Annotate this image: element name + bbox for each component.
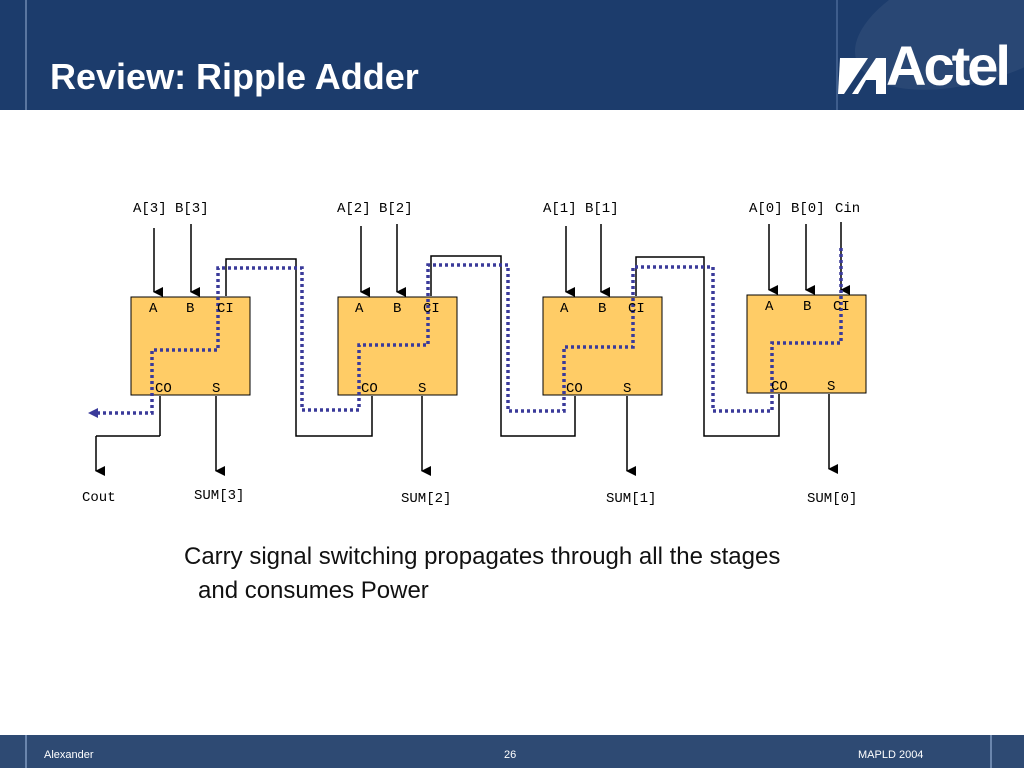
slide-title: Review: Ripple Adder: [50, 56, 419, 97]
stage-1-inputs-label: A[1] B[1]: [543, 201, 619, 217]
pin-co-1: CO: [566, 381, 583, 397]
pin-a-2: A: [355, 301, 364, 317]
pin-b-3: B: [186, 301, 194, 317]
slide-footer: Alexander 26 MAPLD 2004: [0, 735, 1024, 768]
pin-a-3: A: [149, 301, 158, 317]
full-adder-cell-3: [130, 296, 251, 396]
sum-0-label: SUM[0]: [807, 491, 857, 507]
actel-logo-text: Actel: [886, 34, 1011, 97]
ripple-adder-diagram: A[3] B[3] A[2] B[2] A[1] B[1] A[0] B[0] …: [82, 201, 867, 507]
pin-ci-2: CI: [423, 301, 440, 317]
carry-propagation-path[interactable]: [98, 248, 843, 415]
footer-author: Alexander: [44, 749, 94, 761]
pin-ci-3: CI: [217, 301, 234, 317]
pin-s-3: S: [212, 381, 220, 397]
cin-label: Cin: [835, 201, 860, 217]
pin-b-2: B: [393, 301, 401, 317]
cout-label: Cout: [82, 490, 116, 506]
sum-2-label: SUM[2]: [401, 491, 451, 507]
footer-event: MAPLD 2004: [858, 749, 924, 761]
pin-b-1: B: [598, 301, 606, 317]
pin-co-0: CO: [771, 379, 788, 395]
footer-divider-right: [990, 735, 992, 768]
slide-caption: Carry signal switching propagates throug…: [184, 540, 780, 608]
footer-page-number: 26: [504, 749, 517, 761]
header-divider-right: [836, 0, 838, 110]
sum-3-label: SUM[3]: [194, 488, 244, 504]
cout-arrow-icon: [88, 408, 98, 418]
pin-s-2: S: [418, 381, 426, 397]
pin-co-3: CO: [155, 381, 172, 397]
pin-b-0: B: [803, 299, 811, 315]
full-adder-cell-0: [746, 294, 867, 394]
actel-logo-mark: [838, 58, 886, 94]
footer-divider: [25, 735, 27, 768]
sum-1-label: SUM[1]: [606, 491, 656, 507]
slide-header: Review: Ripple Adder Actel: [0, 0, 1024, 110]
stage-3-inputs-label: A[3] B[3]: [133, 201, 209, 217]
pin-ci-0: CI: [833, 299, 850, 315]
pin-s-1: S: [623, 381, 631, 397]
header-divider: [25, 0, 27, 110]
pin-ci-1: CI: [628, 301, 645, 317]
caption-line-2: and consumes Power: [198, 577, 429, 604]
output-wires: [95, 394, 838, 476]
stage-2-inputs-label: A[2] B[2]: [337, 201, 413, 217]
pin-a-1: A: [560, 301, 569, 317]
caption-line-1: Carry signal switching propagates throug…: [184, 543, 781, 570]
pin-a-0: A: [765, 299, 774, 315]
actel-logo: Actel: [838, 38, 1011, 98]
pin-labels: A B CI CO S A B CI CO S A B CI CO S A B …: [149, 299, 850, 397]
input-wires: [153, 222, 850, 297]
carry-wires: [159, 255, 780, 437]
pin-s-0: S: [827, 379, 835, 395]
input-labels: A[3] B[3] A[2] B[2] A[1] B[1] A[0] B[0] …: [133, 201, 860, 217]
stage-0-inputs-label: A[0] B[0]: [749, 201, 825, 217]
pin-co-2: CO: [361, 381, 378, 397]
output-labels: Cout SUM[3] SUM[2] SUM[1] SUM[0]: [82, 488, 857, 507]
